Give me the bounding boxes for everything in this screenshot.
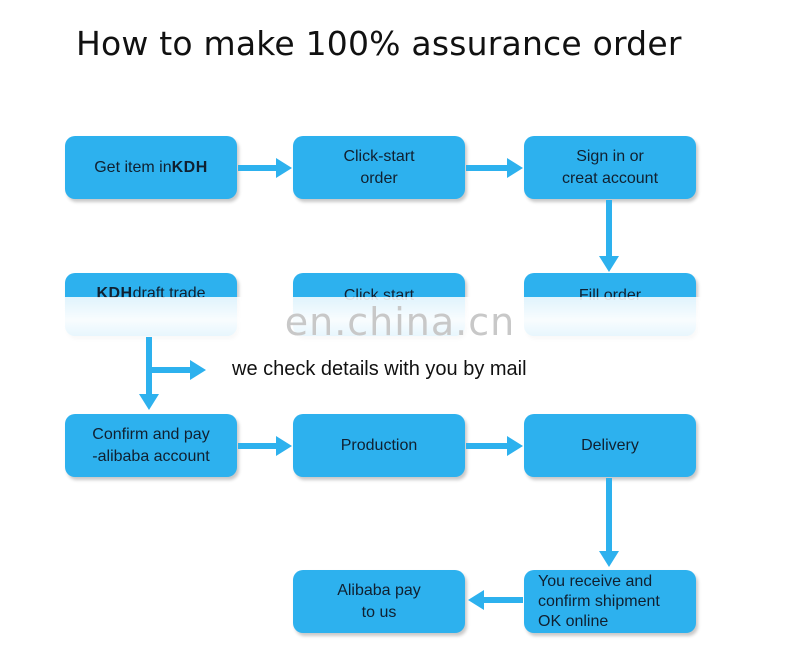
arrow-down-icon bbox=[139, 337, 159, 410]
mail-check-note: we check details with you by mail bbox=[232, 358, 527, 380]
step-get-item: Get item in KDH bbox=[65, 136, 237, 199]
diagram-title: How to make 100% assurance order bbox=[76, 24, 682, 63]
step-confirm-pay-label: Confirm and pay -alibaba account bbox=[92, 425, 210, 465]
step-sign-in-label: Sign in or creat account bbox=[561, 147, 659, 187]
step-production-label: Production bbox=[340, 436, 418, 454]
step-confirm-pay: Confirm and pay -alibaba account bbox=[65, 414, 237, 477]
watermark-text: en.china.cn bbox=[284, 300, 516, 344]
step-production: Production bbox=[293, 414, 465, 477]
step-get-item-prefix: Get item in bbox=[94, 158, 172, 176]
arrow-right-icon bbox=[152, 360, 206, 380]
arrow-right-icon bbox=[466, 158, 523, 178]
arrow-right-icon bbox=[466, 436, 523, 456]
arrow-left-icon bbox=[468, 590, 523, 610]
step-alibaba-pay: Alibaba pay to us bbox=[293, 570, 465, 633]
arrow-right-icon bbox=[238, 158, 292, 178]
watermark-band bbox=[0, 297, 800, 343]
step-click-start-order-label: Click-start order bbox=[343, 147, 415, 187]
arrow-down-icon bbox=[599, 478, 619, 567]
kdh-brand-label: KDH bbox=[171, 158, 208, 176]
step-receive-confirm-label: You receive and confirm shipment OK onli… bbox=[538, 572, 660, 630]
step-delivery: Delivery bbox=[524, 414, 696, 477]
step-click-start-order: Click-start order bbox=[293, 136, 465, 199]
step-alibaba-pay-label: Alibaba pay to us bbox=[337, 581, 421, 621]
step-delivery-label: Delivery bbox=[581, 436, 639, 454]
step-receive-confirm: You receive and confirm shipment OK onli… bbox=[524, 570, 696, 633]
arrow-down-icon bbox=[599, 200, 619, 272]
step-sign-in: Sign in or creat account bbox=[524, 136, 696, 199]
arrow-right-icon bbox=[238, 436, 292, 456]
